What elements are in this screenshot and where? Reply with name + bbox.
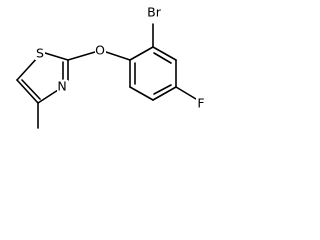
bond-c4-c5 <box>152 86 177 101</box>
fluorine-label-mask <box>196 97 206 110</box>
bond-o-c1 <box>105 51 131 61</box>
bond-c4-f <box>175 86 197 100</box>
bromine-atom-label: Br <box>147 5 162 20</box>
bond-c2-c3-double <box>153 52 172 64</box>
thiazole-ring <box>16 52 69 104</box>
bond-c5-c6 <box>129 86 154 101</box>
bond-c2-o <box>67 51 96 61</box>
bond-c2-s <box>44 52 69 61</box>
bromine-label-mask <box>145 5 163 19</box>
fluorine-atom-label: F <box>197 96 204 111</box>
nitrogen-label-mask <box>57 80 68 93</box>
bond-c5-c4 <box>16 79 39 104</box>
sulfur-atom-label: S <box>36 46 44 61</box>
oxygen-atom-label: O <box>95 43 105 58</box>
bond-c4-c5-double <box>153 84 172 95</box>
bond-c2-c3 <box>152 46 177 61</box>
bond-c5-c4-double <box>21 79 41 100</box>
nitrogen-atom-label: N <box>57 79 66 94</box>
bond-c1-c2 <box>129 46 154 61</box>
bond-s-c5 <box>16 56 39 81</box>
sulfur-label-mask <box>35 47 45 60</box>
chemical-structure-diagram: S O N Br F <box>16 5 206 129</box>
oxygen-label-mask <box>95 44 106 57</box>
bond-c4-n <box>37 89 59 104</box>
benzene-ring <box>129 46 177 101</box>
